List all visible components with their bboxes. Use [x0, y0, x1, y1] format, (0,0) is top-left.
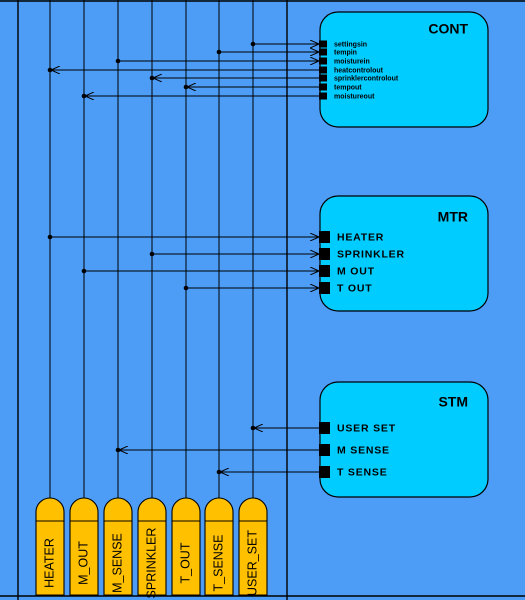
- port-cont-settingsin[interactable]: [319, 40, 327, 48]
- block-title: MTR: [438, 209, 468, 225]
- block-mtr[interactable]: MTR HEATER SPRINKLER M OUT T OUT: [319, 195, 489, 312]
- port-label: heatcontrolout: [334, 67, 384, 74]
- io-pad-body: [204, 497, 234, 596]
- io-pad-body: [35, 497, 65, 596]
- port-label: settingsin: [334, 41, 367, 48]
- junction-dot: [250, 425, 256, 431]
- io-pad-body: [137, 497, 167, 596]
- port-mtr-t-out[interactable]: [319, 282, 330, 294]
- junction-dot: [183, 285, 189, 291]
- junction-dot: [115, 447, 121, 453]
- port-label: M SENSE: [337, 444, 390, 456]
- port-label: moisturein: [334, 58, 370, 65]
- port-label: SPRINKLER: [337, 248, 405, 260]
- port-mtr-sprinkler[interactable]: [319, 248, 330, 260]
- port-label: T SENSE: [337, 466, 388, 478]
- port-cont-tempin[interactable]: [319, 48, 327, 56]
- block-body: [319, 381, 489, 498]
- port-stm-m-sense[interactable]: [319, 444, 330, 456]
- junction-dot: [47, 234, 53, 240]
- io-pads: HEATER M_OUT M_SENSE SPRINKLER T_OUT T_SENSE U…: [35, 497, 268, 599]
- io-pad-body: [171, 497, 201, 596]
- io-pad-body: [238, 497, 268, 596]
- io-pad-sprinkler[interactable]: SPRINKLER: [137, 497, 167, 599]
- port-stm-t-sense[interactable]: [319, 466, 330, 478]
- port-label: tempout: [334, 84, 362, 91]
- block-title: STM: [438, 394, 468, 410]
- io-pad-body: [103, 497, 133, 596]
- io-pad-m-sense[interactable]: M_SENSE: [103, 497, 133, 596]
- port-mtr-heater[interactable]: [319, 231, 330, 243]
- junction-dot: [47, 67, 53, 73]
- junction-dot: [216, 49, 222, 55]
- port-label: M OUT: [337, 265, 375, 277]
- io-pad-heater[interactable]: HEATER: [35, 497, 65, 596]
- port-stm-user-set[interactable]: [319, 422, 330, 434]
- io-pad-m-out[interactable]: M_OUT: [69, 497, 99, 596]
- junction-dot: [115, 58, 121, 64]
- junction-dot: [81, 93, 87, 99]
- port-cont-sprinklercontrolout[interactable]: [319, 74, 327, 82]
- junction-dot: [149, 251, 155, 257]
- port-mtr-m-out[interactable]: [319, 265, 330, 277]
- port-cont-heatcontrolout[interactable]: [319, 66, 327, 74]
- junction-dot: [149, 75, 155, 81]
- io-pad-label: M_SENSE: [110, 533, 124, 593]
- io-pad-label: USER_SET: [245, 530, 259, 596]
- junction-dot: [81, 268, 87, 274]
- io-pad-label: M_OUT: [76, 541, 90, 585]
- io-pad-user-set[interactable]: USER_SET: [238, 497, 268, 596]
- port-label: moistureout: [334, 93, 375, 100]
- io-pad-label: HEATER: [42, 538, 56, 588]
- io-pad-label: T_OUT: [178, 542, 192, 583]
- block-title: CONT: [428, 21, 468, 37]
- port-label: sprinklercontrolout: [334, 75, 399, 82]
- port-label: USER SET: [337, 422, 396, 434]
- io-pad-body: [69, 497, 99, 596]
- io-pad-t-out[interactable]: T_OUT: [171, 497, 201, 596]
- junction-dot: [183, 84, 189, 90]
- port-cont-moisturein[interactable]: [319, 57, 327, 65]
- block-stm[interactable]: STM USER SET M SENSE T SENSE: [319, 381, 489, 498]
- bus-wires: [47, 0, 320, 498]
- port-label: HEATER: [337, 231, 384, 243]
- io-pad-label: SPRINKLER: [144, 528, 158, 599]
- port-cont-moistureout[interactable]: [319, 92, 327, 100]
- io-pad-label: T_SENSE: [211, 535, 225, 592]
- port-label: tempin: [334, 49, 357, 56]
- io-pad-t-sense[interactable]: T_SENSE: [204, 497, 234, 596]
- junction-dot: [250, 41, 256, 47]
- port-label: T OUT: [337, 282, 373, 294]
- port-cont-tempout[interactable]: [319, 83, 327, 91]
- junction-dot: [216, 469, 222, 475]
